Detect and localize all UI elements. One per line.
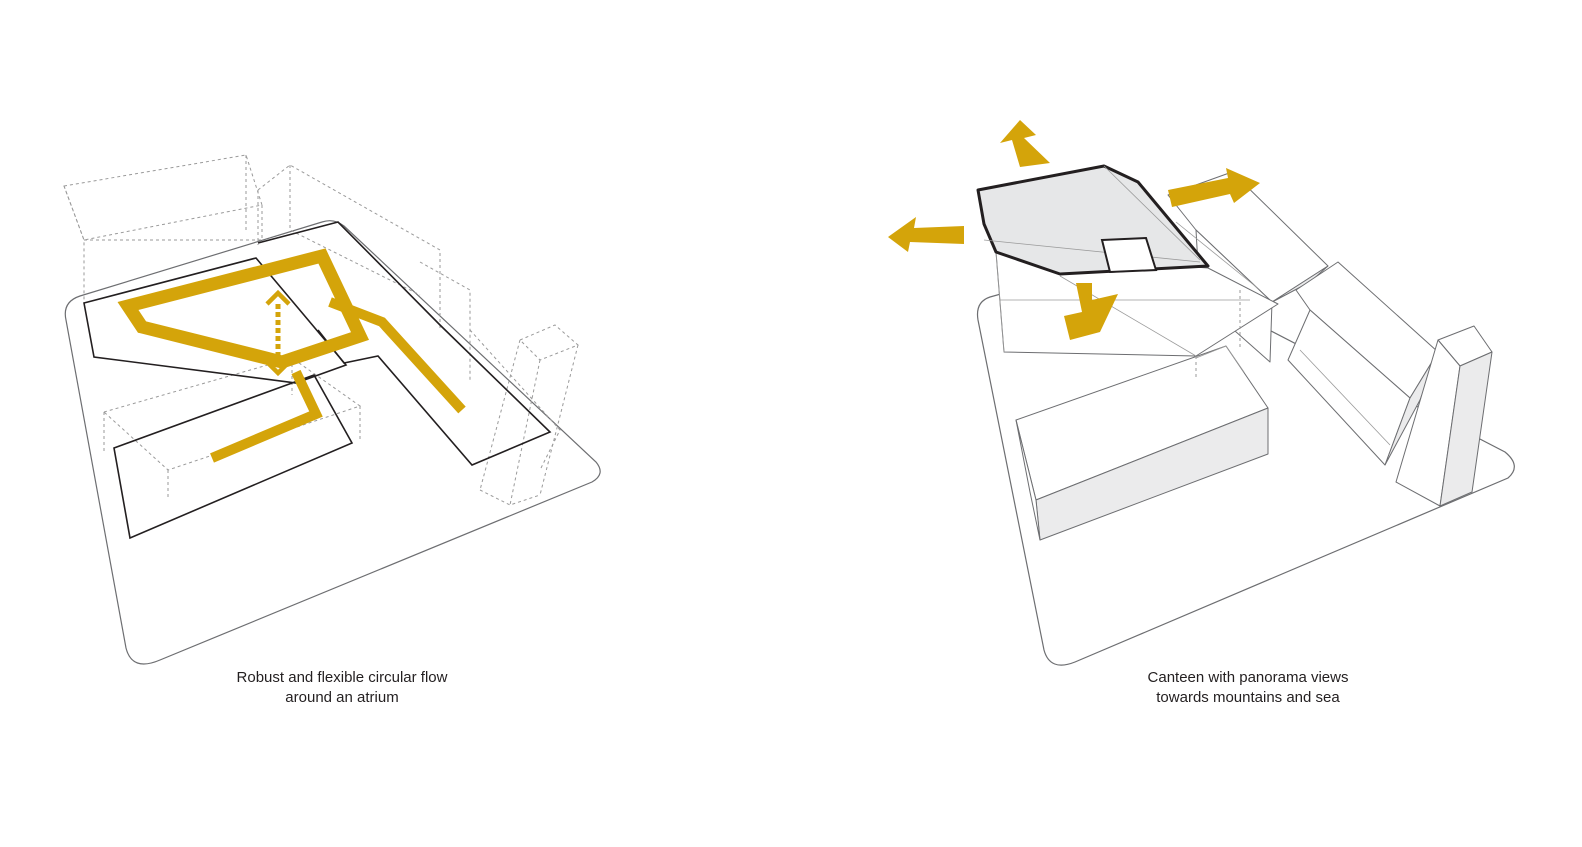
right-caption: Canteen with panorama views towards moun…	[1058, 668, 1438, 708]
arrow-left-icon	[888, 217, 964, 252]
right-tower	[1395, 325, 1493, 507]
left-wing-a	[83, 257, 348, 384]
canteen-atrium	[1100, 236, 1158, 274]
circular-flow-path	[117, 248, 466, 463]
arrow-down-icon	[1064, 283, 1118, 340]
view-arrows	[888, 120, 1260, 340]
left-ghost-buildings	[63, 154, 579, 506]
left-floor-outlines	[83, 221, 552, 540]
double-arrow-icon	[265, 289, 291, 377]
arrow-up-icon	[1000, 120, 1050, 167]
left-caption: Robust and flexible circular flow around…	[152, 668, 532, 708]
canteen-volume	[976, 164, 1210, 276]
left-wing-c	[113, 374, 354, 540]
right-caption-line2: towards mountains and sea	[1156, 689, 1340, 706]
arrow-right-icon	[1168, 168, 1260, 207]
right-front-building	[1015, 345, 1269, 541]
left-caption-line1: Robust and flexible circular flow	[236, 669, 448, 686]
right-caption-line1: Canteen with panorama views	[1147, 669, 1349, 686]
left-caption-line2: around an atrium	[285, 689, 399, 706]
right-diagram	[888, 120, 1515, 666]
left-diagram	[63, 154, 601, 665]
left-wing-b	[257, 221, 552, 466]
right-block	[1287, 261, 1439, 466]
